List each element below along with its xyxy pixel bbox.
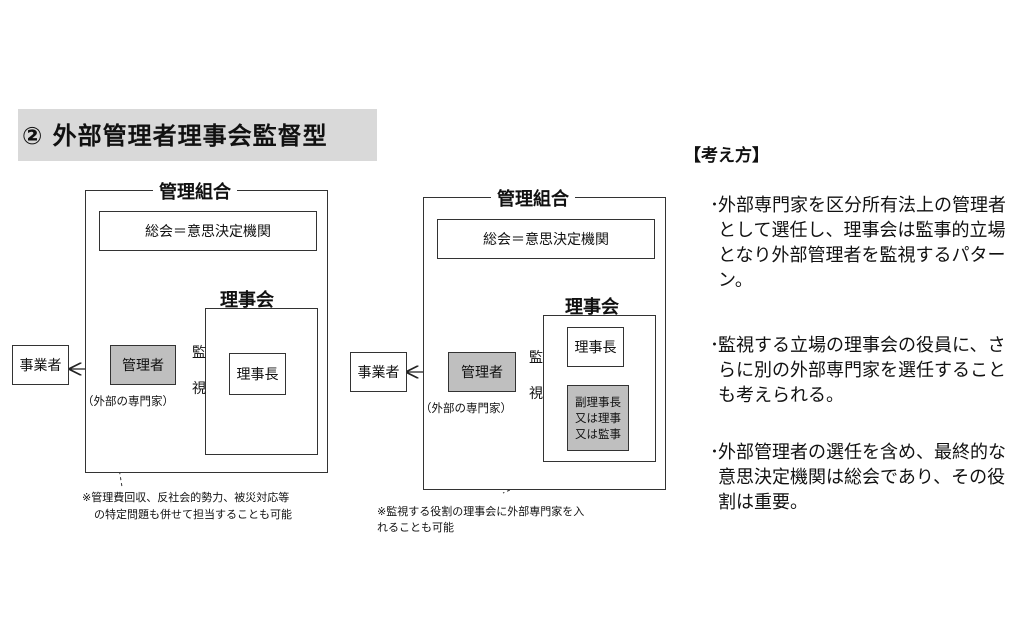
concept-bullet-1: ･ 外部専門家を区分所有法上の管理者として選任し、理事会は監事的立場となり外部管… bbox=[710, 193, 1008, 293]
board-label-1: 理事会 bbox=[220, 286, 274, 312]
monitor-char-2a: 監 bbox=[529, 350, 543, 366]
concept-bullet-3: ･ 外部管理者の選任を含め、最終的な意思決定機関は総会であり、その役割は重要。 bbox=[710, 440, 1008, 515]
manager-box-1: 管理者 bbox=[110, 345, 176, 385]
note-line-1b: の特定問題も併せて担当することも可能 bbox=[94, 508, 292, 521]
board-label-2: 理事会 bbox=[565, 293, 619, 319]
monitor-char-1b: 視 bbox=[192, 381, 206, 397]
vice-line-1: 副理事長 bbox=[575, 395, 621, 409]
concept-heading: 【考え方】 bbox=[684, 146, 769, 166]
manager-sub-1: （外部の専門家） bbox=[82, 394, 174, 408]
bullet-text-2: 監視する立場の理事会の役員に、さらに別の外部専門家を選任することも考えられる。 bbox=[718, 335, 1006, 406]
union-label-1: 管理組合 bbox=[153, 178, 237, 204]
chairman-box-2: 理事長 bbox=[567, 327, 624, 367]
bullet-mark-2: ･ bbox=[710, 335, 719, 356]
general-meeting-box-2: 総会＝意思決定機関 bbox=[437, 219, 655, 259]
monitor-char-1a: 監 bbox=[192, 345, 206, 361]
note-line-2a: ※監視する役割の理事会に外部専門家を入 bbox=[377, 505, 585, 518]
bullet-mark-3: ･ bbox=[710, 442, 719, 463]
bullet-text-1: 外部専門家を区分所有法上の管理者として選任し、理事会は監事的立場となり外部管理者… bbox=[718, 195, 1006, 291]
concept-bullet-2: ･ 監視する立場の理事会の役員に、さらに別の外部専門家を選任することも考えられる… bbox=[710, 333, 1008, 408]
title-band bbox=[18, 109, 377, 161]
bullet-text-3: 外部管理者の選任を含め、最終的な意思決定機関は総会であり、その役割は重要。 bbox=[718, 442, 1006, 513]
contractor-box-1: 事業者 bbox=[12, 345, 69, 385]
vice-line-2: 又は理事 bbox=[575, 411, 621, 425]
general-meeting-box-1: 総会＝意思決定機関 bbox=[99, 211, 317, 251]
vice-line-3: 又は監事 bbox=[575, 427, 621, 441]
contractor-box-2: 事業者 bbox=[350, 352, 407, 392]
manager-sub-2: （外部の専門家） bbox=[420, 401, 512, 415]
note-line-1a: ※管理費回収、反社会的勢力、被災対応等 bbox=[82, 491, 290, 504]
note-line-2b: れることも可能 bbox=[377, 521, 454, 534]
vice-box-2: 副理事長 又は理事 又は監事 bbox=[567, 385, 629, 451]
union-label-2: 管理組合 bbox=[491, 185, 575, 211]
chairman-box-1: 理事長 bbox=[229, 353, 286, 395]
manager-box-2: 管理者 bbox=[448, 352, 516, 392]
page-title: ② 外部管理者理事会監督型 bbox=[22, 122, 328, 150]
monitor-char-2b: 視 bbox=[529, 386, 543, 402]
bullet-mark-1: ･ bbox=[710, 195, 719, 216]
